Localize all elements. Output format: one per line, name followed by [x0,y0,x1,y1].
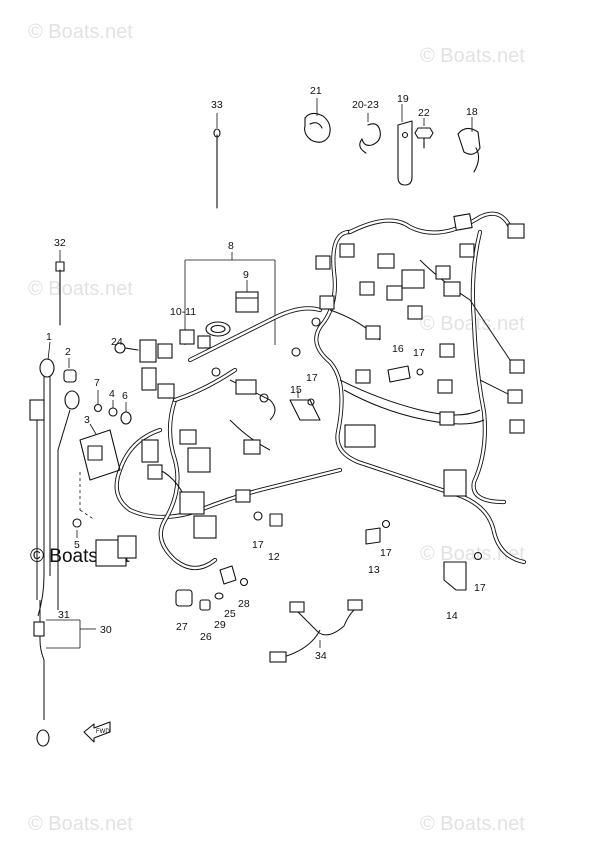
callout-3: 3 [84,414,90,426]
part-13-clip [365,519,391,545]
callout-18: 18 [466,106,478,118]
part-17-bolt [307,398,315,406]
fwd-label: FWD [96,729,110,735]
fwd-arrow-icon: FWD [83,721,111,743]
callout-21: 21 [310,85,322,97]
part-22-bolt [414,118,434,149]
callout-12: 12 [268,551,280,563]
callout-16: 16 [392,343,404,355]
callout-24: 24 [111,336,123,348]
callout-25: 25 [224,608,236,620]
part-21-clamp [304,98,331,143]
part-12-clip [253,511,283,527]
callout-6: 6 [122,390,128,402]
callout-14: 14 [446,610,458,622]
callout-26: 26 [200,631,212,643]
watermark: © Boats.net [28,21,133,43]
part-15-bracket [289,390,321,421]
part-19-bracket [397,104,413,186]
part-26-cap [199,599,211,611]
part-31-cable [29,390,80,610]
callout-7: 7 [94,377,100,389]
watermark: © Boats.net [420,813,525,835]
watermark: © Boats.net [420,45,525,67]
callout-17: 17 [380,547,392,559]
part-27-cover [175,589,193,607]
callout-27: 27 [176,621,188,633]
part-18-clamp [457,117,481,173]
part-16-bracket [387,365,424,383]
part-9-relay [235,291,259,313]
part-14-bracket [443,551,483,591]
callout-30: 30 [100,624,112,636]
callout-33: 33 [211,99,223,111]
callout-9: 9 [243,269,249,281]
callout-17: 17 [252,539,264,551]
part-5-nut [72,518,82,538]
part-29-washer [214,592,224,600]
callout-28: 28 [238,598,250,610]
callout-8: 8 [228,240,234,252]
callout-13: 13 [368,564,380,576]
watermarks: © Boats.net © Boats.net © Boats.net © Bo… [28,21,525,835]
callout-34: 34 [315,650,327,662]
callout-15: 15 [290,384,302,396]
left-dashed-leaders [79,472,96,521]
callout-19: 19 [397,93,409,105]
part-24-bolt [114,342,139,354]
part-1-battery-cable [37,341,55,617]
callout-17: 17 [474,582,486,594]
callout-5: 5 [74,539,80,551]
part-3-plate [79,423,121,481]
part-33-cable-tie [213,113,221,209]
callout-22: 22 [418,107,430,119]
part-25-bracket [219,565,237,585]
part-34-sub-harness [269,599,363,663]
watermark: © Boats.net [28,813,133,835]
callout-17: 17 [306,372,318,384]
callout-31: 31 [58,609,70,621]
callout-32: 32 [54,237,66,249]
part-32-cable-tie [55,250,65,326]
callout-labels: 33 21 20-23 19 22 18 32 8 9 10-11 1 2 24… [46,85,486,662]
part-10-11-grommet [205,321,231,337]
callout-29: 29 [214,619,226,631]
part-6-grommet [120,402,132,425]
main-wiring-harness [114,211,527,571]
part-20-23-clip [359,113,381,154]
callout-17: 17 [413,347,425,359]
part-4-bolt [108,400,118,417]
callout-20-23: 20-23 [352,99,379,111]
part-28-bolt [239,577,249,587]
callout-2: 2 [65,346,71,358]
callout-1: 1 [46,331,52,343]
harness-connectors [95,213,525,567]
watermark: © Boats.net [28,278,133,300]
callout-10-11: 10-11 [170,306,196,318]
callout-4: 4 [109,388,115,400]
part-2-cap [63,358,77,383]
part-30-group [33,600,96,747]
part-7-bolt [93,390,103,413]
